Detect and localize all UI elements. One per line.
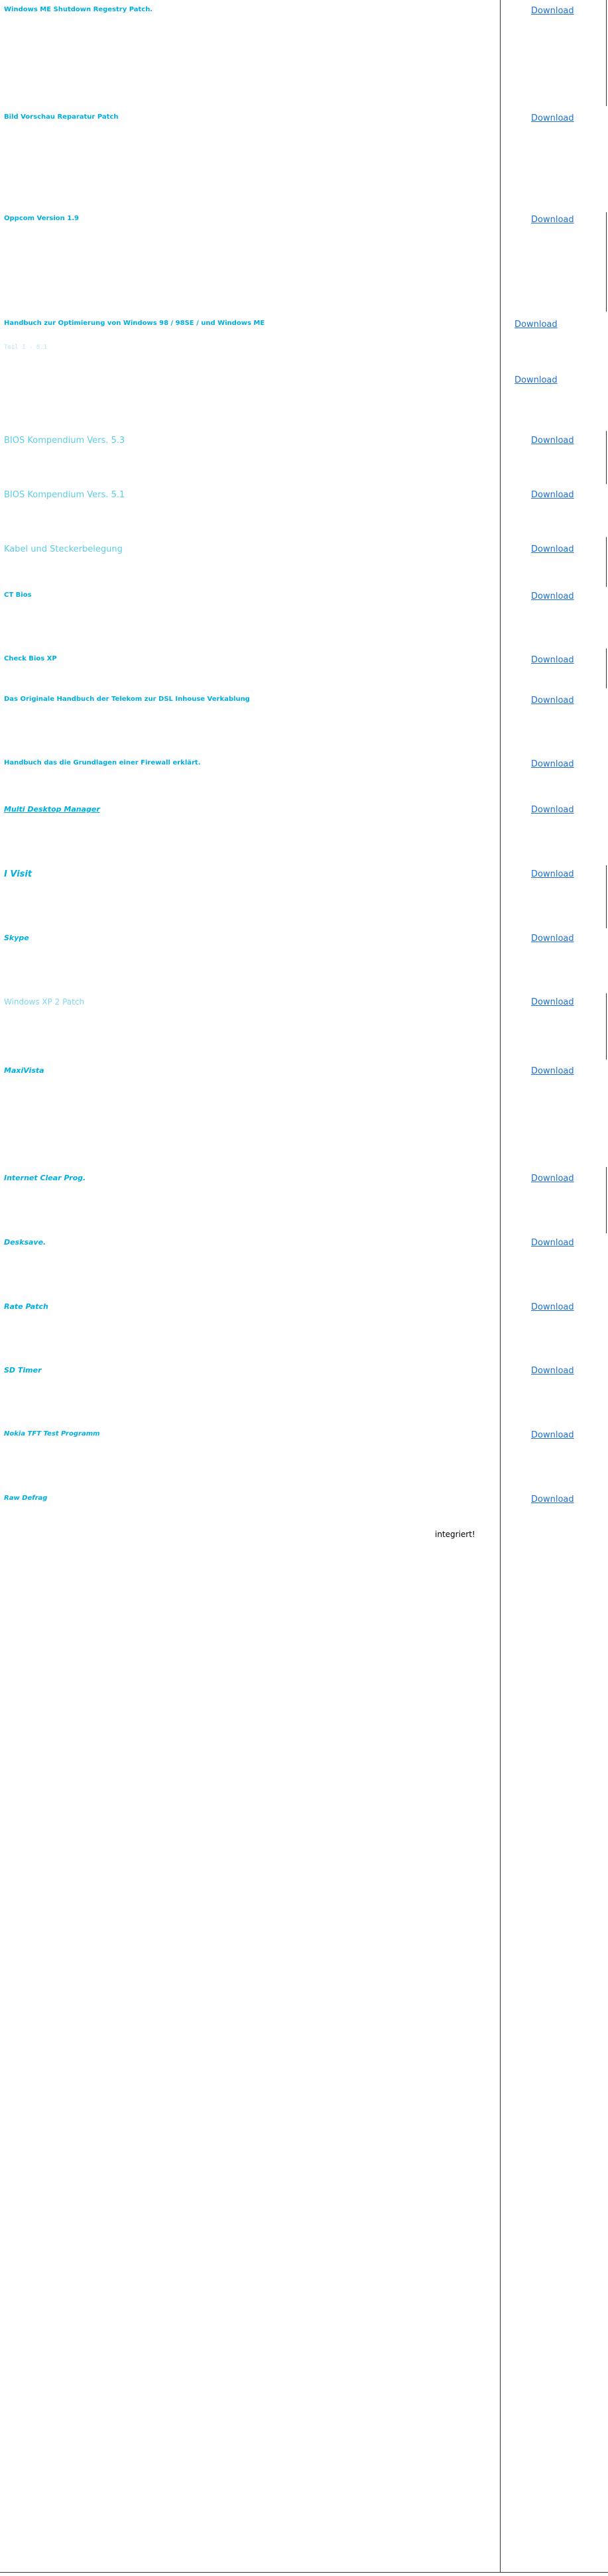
download-link[interactable]: Download xyxy=(531,490,574,500)
item-title[interactable]: Multi Desktop Manager xyxy=(4,805,100,814)
download-link[interactable]: Download xyxy=(531,591,574,601)
item-title: Internet Clear Prog. xyxy=(4,1174,86,1182)
download-link[interactable]: Download xyxy=(531,113,574,123)
download-link[interactable]: Download xyxy=(531,1366,574,1376)
item-title: Rate Patch xyxy=(4,1302,48,1311)
footer-note: integriert! xyxy=(435,1530,475,1539)
download-link[interactable]: Download xyxy=(531,1066,574,1076)
item-subtitle: Teil 1 - 8.1 xyxy=(4,344,48,351)
right-edge-segment xyxy=(606,212,607,312)
item-title: Windows ME Shutdown Regestry Patch. xyxy=(4,6,153,13)
download-link[interactable]: Download xyxy=(531,997,574,1007)
item-title: Oppcom Version 1.9 xyxy=(4,215,79,222)
item-title: MaxiVista xyxy=(4,1066,44,1075)
download-link-secondary[interactable]: Download xyxy=(515,375,558,385)
item-title: Desksave. xyxy=(4,1238,46,1247)
item-title: Raw Defrag xyxy=(4,1495,48,1502)
download-link[interactable]: Download xyxy=(531,6,574,16)
download-link[interactable]: Download xyxy=(531,215,574,225)
download-link[interactable]: Download xyxy=(531,1495,574,1504)
item-title: Handbuch das die Grundlagen einer Firewa… xyxy=(4,759,201,767)
download-link[interactable]: Download xyxy=(515,320,558,330)
download-link[interactable]: Download xyxy=(531,1302,574,1312)
item-title: Windows XP 2 Patch xyxy=(4,997,85,1007)
item-title: Check Bios XP xyxy=(4,655,57,662)
download-link[interactable]: Download xyxy=(531,869,574,879)
item-title: Handbuch zur Optimierung von Windows 98 … xyxy=(4,320,265,327)
download-link[interactable]: Download xyxy=(531,1174,574,1184)
item-title: Das Originale Handbuch der Telekom zur D… xyxy=(4,696,250,703)
download-link[interactable]: Download xyxy=(531,544,574,554)
item-title: BIOS Kompendium Vers. 5.1 xyxy=(4,490,125,500)
right-edge-segment xyxy=(606,1167,607,1233)
right-edge-segment xyxy=(606,865,607,928)
right-edge-segment xyxy=(606,537,607,587)
right-edge-segment xyxy=(606,431,607,484)
item-title: Kabel und Steckerbelegung xyxy=(4,544,123,554)
item-title: I Visit xyxy=(4,869,32,879)
right-edge-segment xyxy=(606,648,607,688)
right-edge-segment xyxy=(606,0,607,106)
item-title: BIOS Kompendium Vers. 5.3 xyxy=(4,436,125,446)
item-title: Skype xyxy=(4,934,29,942)
download-link[interactable]: Download xyxy=(531,805,574,815)
download-link[interactable]: Download xyxy=(531,696,574,705)
right-edge-segment xyxy=(606,993,607,1060)
download-link[interactable]: Download xyxy=(531,436,574,446)
download-link[interactable]: Download xyxy=(531,1430,574,1440)
download-link[interactable]: Download xyxy=(531,1238,574,1248)
item-title: Nokia TFT Test Programm xyxy=(4,1430,100,1438)
item-title: Bild Vorschau Reparatur Patch xyxy=(4,113,119,121)
download-link[interactable]: Download xyxy=(531,934,574,944)
item-title: CT Bios xyxy=(4,591,32,599)
table-bottom-border xyxy=(0,2572,608,2573)
column-divider xyxy=(500,0,501,2573)
item-title: SD Timer xyxy=(4,1366,42,1375)
download-link[interactable]: Download xyxy=(531,655,574,665)
download-link[interactable]: Download xyxy=(531,759,574,769)
